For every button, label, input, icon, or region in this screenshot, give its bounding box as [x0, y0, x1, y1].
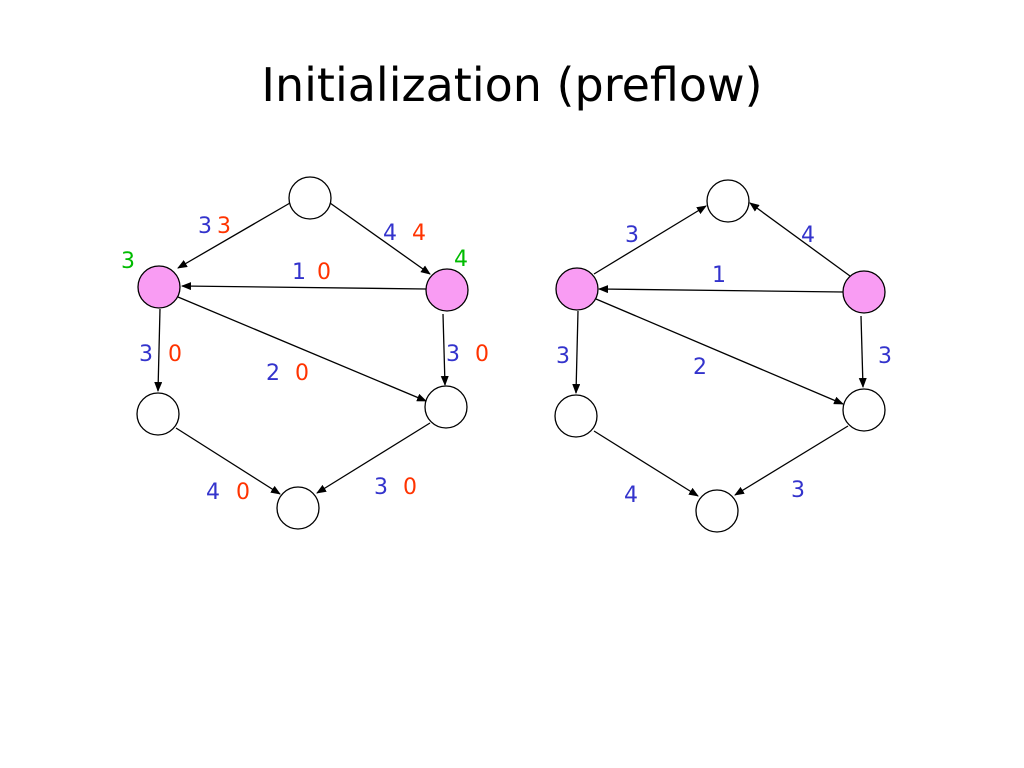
right-graph: 3 4 1 3 2 3 4 3: [554, 179, 892, 533]
left-edge-lower-left-to-bottom: [175, 427, 281, 495]
left-capacity-right-to-lower-right: 3: [446, 342, 460, 367]
left-flow-left-to-lower-right: 0: [295, 361, 309, 386]
right-node-left-active: [555, 267, 599, 311]
right-edge-right-to-lower-right: [858, 315, 867, 388]
left-capacity-lower-right-to-bottom: 3: [374, 475, 388, 500]
left-node-top: [288, 176, 332, 220]
left-flow-top-to-right: 4: [412, 221, 426, 246]
left-graph: 3 3 4 4 1 0 3 0 2 0 3 0 4 0 3 0 3 4: [121, 176, 489, 530]
left-edge-left-to-lower-left: [154, 308, 163, 392]
right-edge-lower-left-to-bottom: [593, 430, 699, 497]
left-capacity-left-to-lower-right: 2: [266, 361, 280, 386]
right-edge-right-to-top: [749, 202, 851, 277]
right-capacity-right-to-left: 1: [712, 263, 726, 288]
right-capacity-left-to-lower-right: 2: [693, 355, 707, 380]
left-flow-right-to-lower-right: 0: [475, 342, 489, 367]
left-edge-top-to-left: [177, 202, 291, 269]
left-edge-left-to-lower-right: [177, 296, 427, 402]
left-node-lower-right: [424, 385, 468, 429]
left-node-right-active: [425, 268, 469, 312]
right-edge-lower-right-to-bottom: [734, 425, 849, 496]
right-node-right-active: [842, 270, 886, 314]
right-capacity-lower-left-to-bottom: 4: [624, 483, 638, 508]
right-node-bottom: [695, 489, 739, 533]
left-node-left-active: [137, 265, 181, 309]
left-edge-right-to-lower-right: [440, 313, 449, 386]
right-node-lower-left: [554, 394, 598, 438]
left-flow-left-to-lower-left: 0: [168, 342, 182, 367]
right-capacity-right-to-lower-right: 3: [878, 344, 892, 369]
right-edge-left-to-lower-right: [595, 298, 844, 405]
left-flow-right-to-left: 0: [317, 260, 331, 285]
left-capacity-left-to-lower-left: 3: [139, 342, 153, 367]
right-edge-left-to-top: [593, 205, 707, 275]
left-capacity-top-to-left: 3: [198, 214, 212, 239]
left-capacity-right-to-left: 1: [292, 260, 306, 285]
left-capacity-lower-left-to-bottom: 4: [206, 480, 220, 505]
left-capacity-top-to-right: 4: [383, 221, 397, 246]
left-flow-top-to-left: 3: [217, 214, 231, 239]
right-capacity-lower-right-to-bottom: 3: [791, 478, 805, 503]
left-node-lower-left: [136, 392, 180, 436]
left-edge-right-to-left: [181, 282, 427, 291]
right-capacity-right-to-top: 4: [801, 223, 815, 248]
right-node-lower-right: [842, 388, 886, 432]
left-excess-left-node: 3: [121, 249, 135, 274]
right-edge-right-to-left: [598, 285, 844, 294]
left-flow-lower-left-to-bottom: 0: [236, 480, 250, 505]
slide-title: Initialization (preflow): [261, 58, 763, 112]
right-capacity-left-to-top: 3: [625, 223, 639, 248]
left-flow-lower-right-to-bottom: 0: [403, 475, 417, 500]
left-edge-lower-right-to-bottom: [316, 422, 431, 494]
left-node-bottom: [276, 486, 320, 530]
right-node-top: [706, 179, 750, 223]
left-edge-top-to-right: [329, 202, 431, 275]
left-excess-right-node: 4: [454, 247, 468, 272]
right-edge-left-to-lower-left: [572, 310, 581, 394]
right-capacity-left-to-lower-left: 3: [556, 344, 570, 369]
